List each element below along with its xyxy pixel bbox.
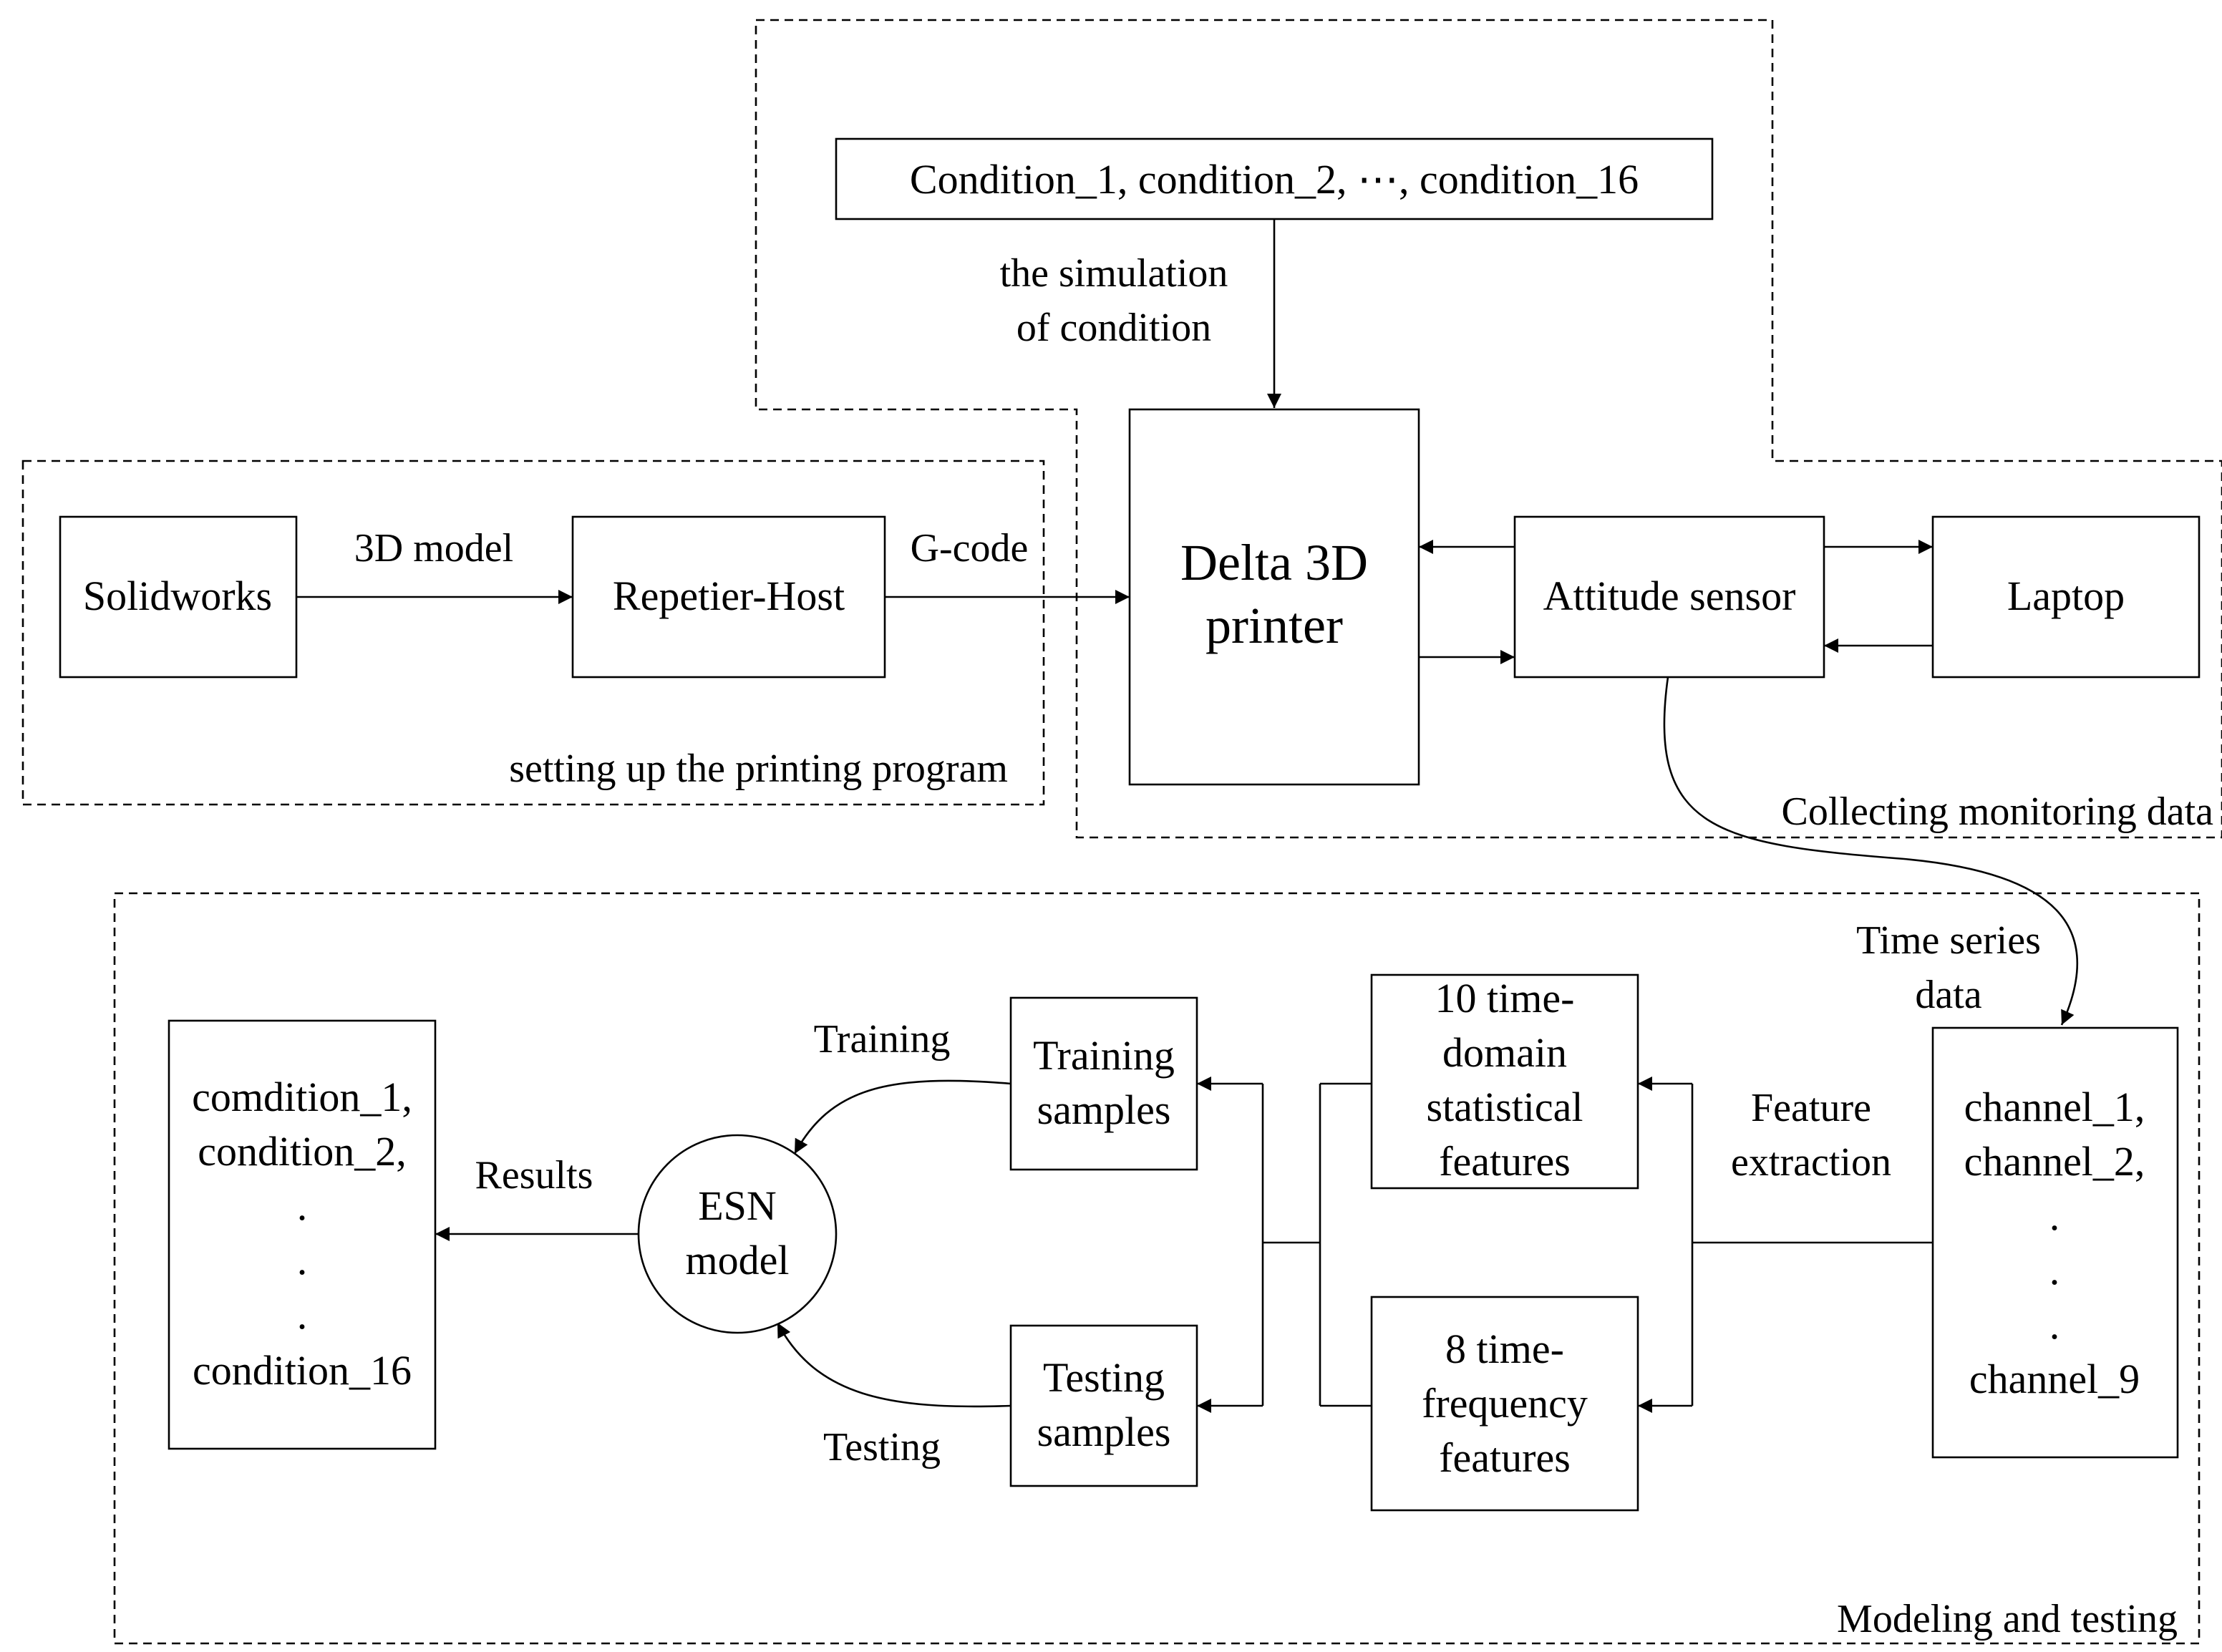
time-domain-1: 10 time-	[1435, 975, 1575, 1021]
region-collect-frame	[755, 19, 2222, 839]
region-model-label: Modeling and testing	[1837, 1597, 2178, 1641]
esn-circle	[637, 1134, 838, 1334]
output-2: condition_2,	[198, 1128, 407, 1175]
training-curve	[793, 1079, 1011, 1155]
timeseries-label-1: Time series	[1856, 918, 2041, 963]
sensor-label: Attitude sensor	[1543, 573, 1796, 619]
time-freq-box	[1370, 1296, 1639, 1512]
timeseries-curve	[1663, 676, 2079, 1026]
repetier-box	[571, 515, 886, 679]
training-samples-box	[1009, 996, 1198, 1171]
training-samples-2: samples	[1037, 1087, 1171, 1133]
sensor-box	[1513, 515, 1825, 679]
region-collect-label: Collecting monitoring data	[1782, 789, 2214, 834]
gcode-label: G-code	[911, 526, 1029, 570]
printer-box	[1128, 408, 1420, 786]
region-setup-frame	[21, 460, 1045, 806]
time-freq-3: features	[1439, 1434, 1571, 1481]
training-samples-1: Training	[1033, 1032, 1175, 1079]
testing-label: Testing	[823, 1425, 941, 1469]
channel-dot-3: .	[2049, 1301, 2060, 1348]
testing-samples-2: samples	[1037, 1409, 1171, 1455]
time-freq-1: 8 time-	[1445, 1326, 1564, 1372]
time-domain-2: domain	[1442, 1029, 1567, 1076]
laptop-box	[1931, 515, 2201, 679]
time-freq-2: frequency	[1422, 1380, 1588, 1427]
output-dot-2: .	[297, 1237, 308, 1283]
time-domain-4: features	[1439, 1138, 1571, 1185]
channel-dot-2: .	[2049, 1247, 2060, 1293]
solidworks-label: Solidworks	[83, 573, 272, 619]
esn-label-1: ESN	[698, 1182, 777, 1229]
testing-samples-1: Testing	[1043, 1354, 1165, 1401]
repetier-label: Repetier-Host	[613, 573, 845, 619]
testing-curve	[776, 1322, 1011, 1408]
feature-label-1: Feature	[1751, 1086, 1871, 1130]
region-setup-label: setting up the printing program	[509, 747, 1008, 791]
time-domain-3: statistical	[1426, 1084, 1583, 1130]
channel-2: channel_2,	[1964, 1138, 2145, 1185]
output-dot-3: .	[297, 1291, 308, 1338]
output-16: condition_16	[193, 1347, 412, 1394]
esn-label-2: model	[686, 1237, 790, 1283]
printer-label-1: Delta 3D	[1180, 534, 1368, 591]
channel-dot-1: .	[2049, 1192, 2060, 1239]
output-box	[168, 1019, 437, 1450]
results-label: Results	[475, 1153, 593, 1197]
channel-1: channel_1,	[1964, 1084, 2145, 1130]
output-1: comdition_1,	[192, 1074, 412, 1120]
simulation-label-1: the simulation	[1000, 251, 1228, 296]
conditions-text: Condition_1, condition_2, ⋯, condition_1…	[910, 156, 1639, 203]
printer-label-2: printer	[1205, 597, 1343, 654]
channel-9: channel_9	[1969, 1356, 2140, 1402]
testing-samples-box	[1009, 1324, 1198, 1487]
simulation-label-2: of condition	[1017, 306, 1211, 350]
time-domain-box	[1370, 973, 1639, 1190]
model-label: 3D model	[354, 526, 513, 570]
channels-box	[1931, 1026, 2179, 1459]
training-label: Training	[814, 1017, 951, 1061]
timeseries-label-2: data	[1915, 973, 1981, 1017]
feature-label-2: extraction	[1731, 1140, 1891, 1185]
laptop-label: Laptop	[2007, 573, 2125, 619]
output-dot-1: .	[297, 1182, 308, 1229]
